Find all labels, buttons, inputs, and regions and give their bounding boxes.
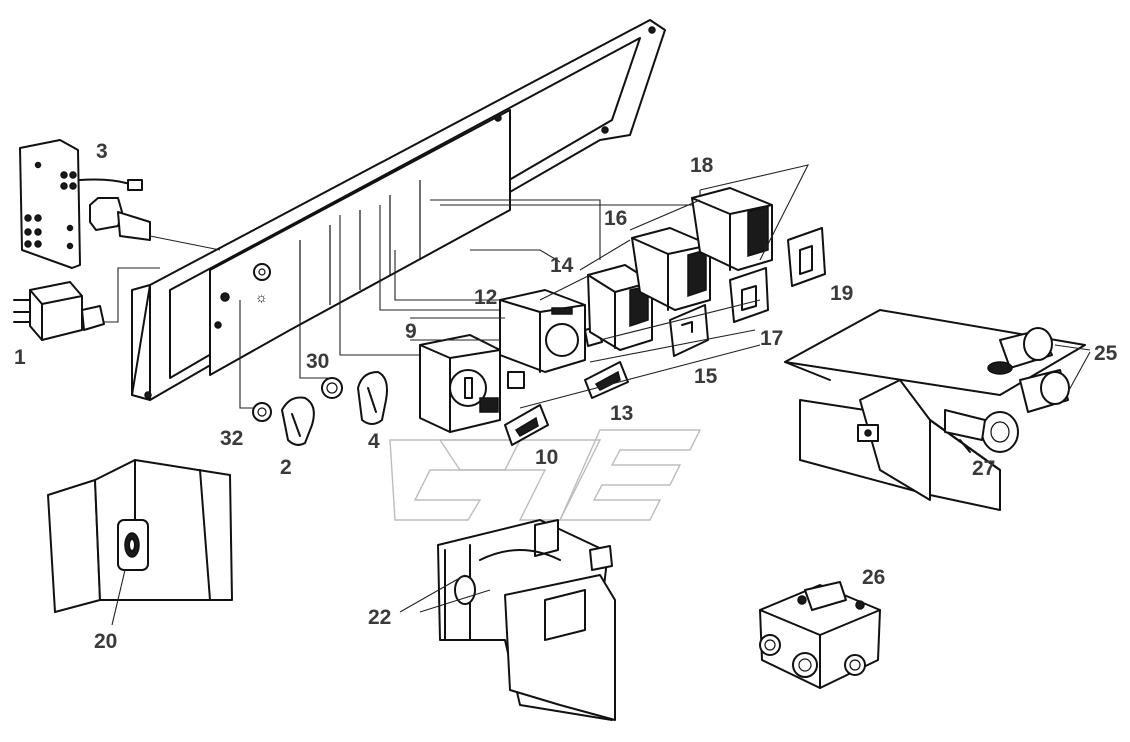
part-27-bracket-box (784, 309, 1086, 511)
callout-9: 9 (405, 320, 417, 343)
switch-leader-lines (410, 164, 810, 409)
part-13-label-plate (584, 361, 629, 399)
part-12-heater-switch (499, 289, 603, 373)
part-10-label-plate (504, 404, 549, 446)
callout-13: 13 (610, 402, 633, 425)
callout-15: 15 (694, 365, 718, 388)
callout-19: 19 (830, 282, 853, 305)
callout-17: 17 (760, 327, 783, 350)
callout-1: 1 (14, 346, 26, 369)
callout-32: 32 (220, 427, 243, 450)
callout-26: 26 (862, 566, 885, 589)
part-16-rocker-switch (631, 227, 711, 311)
part-2-knob (281, 396, 315, 446)
part-25-connectors (987, 327, 1091, 413)
callout-12: 12 (474, 286, 497, 309)
part-32-washer (252, 402, 272, 422)
callout-18: 18 (690, 154, 714, 177)
callout-10: 10 (535, 446, 558, 469)
part-3-board-switch (19, 139, 221, 269)
callout-4: 4 (368, 430, 380, 453)
part-30-nut (321, 377, 343, 399)
callout-20: 20 (94, 630, 117, 653)
callout-2: 2 (280, 456, 292, 479)
part-9-rotary-switch (419, 334, 525, 433)
watermark-logo (389, 429, 702, 521)
part-20-bracket-switch (47, 459, 233, 626)
callout-16: 16 (604, 207, 627, 230)
callout-labels: 1 2 3 4 9 10 12 13 14 15 16 17 18 19 20 … (14, 140, 1118, 653)
callout-22: 22 (368, 606, 391, 629)
part-18-rocker-switch (691, 187, 773, 271)
part-26-junction-box (759, 581, 881, 689)
part-4-knob (357, 371, 388, 425)
part-22-bracket-assembly (399, 519, 616, 721)
callout-3: 3 (96, 140, 108, 163)
callout-25: 25 (1094, 342, 1118, 365)
part-14-rocker-switch (587, 264, 653, 351)
callout-27: 27 (972, 457, 995, 480)
part-15-label-plate (669, 304, 709, 357)
callout-30: 30 (306, 350, 329, 373)
part-17-label-plate (729, 267, 769, 323)
sun-symbol: ☼ (255, 289, 268, 305)
part-19-label-plate (787, 227, 826, 287)
callout-14: 14 (550, 254, 574, 277)
dashboard-panel: ☼ (131, 19, 701, 409)
part-1-toggle-switch (13, 267, 160, 341)
